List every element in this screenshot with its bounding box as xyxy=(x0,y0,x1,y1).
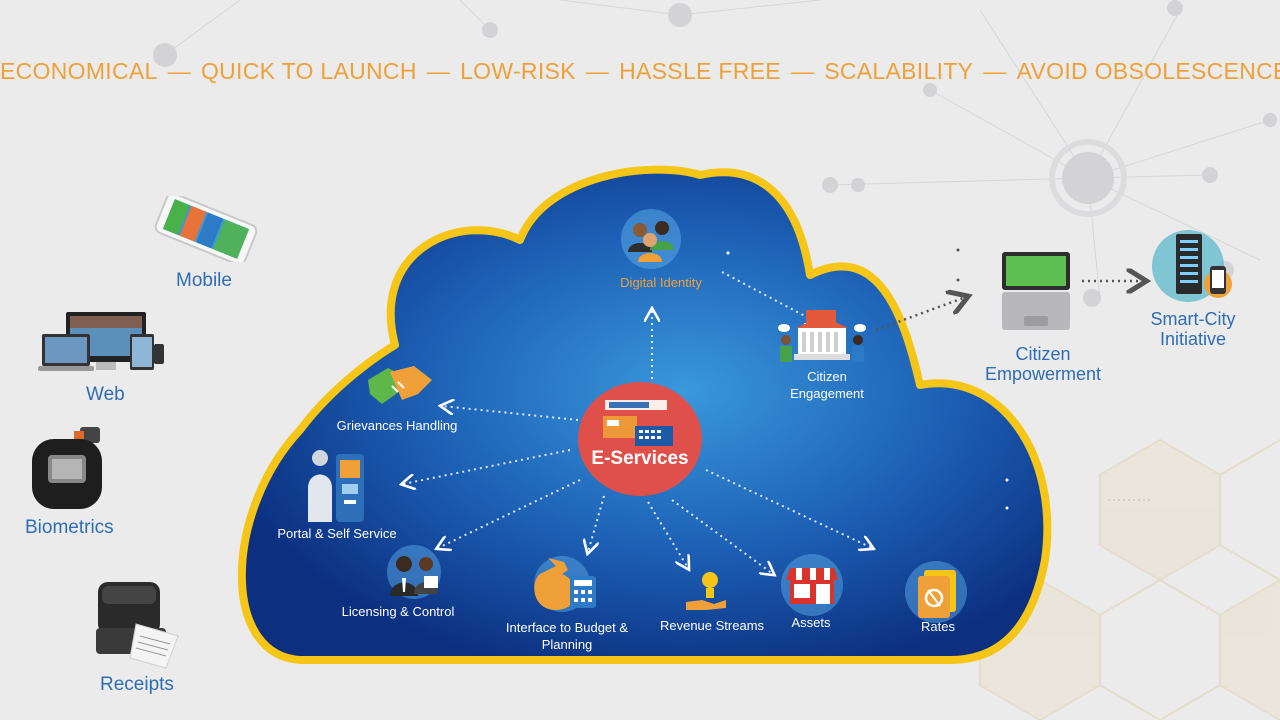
service-label-revenue: Revenue Streams xyxy=(659,618,765,633)
tagline-separator: — xyxy=(983,58,1007,84)
biometric-scanner-icon xyxy=(32,427,102,509)
tagline-item: ECONOMICAL xyxy=(0,58,158,84)
service-label-line: Citizen xyxy=(807,369,847,384)
tagline-separator: — xyxy=(167,58,191,84)
server-phone-icon xyxy=(1152,230,1232,302)
city-hall-icon xyxy=(778,310,866,362)
tagline-separator: — xyxy=(585,58,610,84)
kiosk-icon xyxy=(308,450,364,522)
center-label: E-Services xyxy=(591,448,689,469)
service-label-licensing: Licensing & Control xyxy=(341,604,455,619)
right-label-line: Citizen xyxy=(1015,344,1071,364)
tagline-item: SCALABILITY xyxy=(824,58,974,84)
people-icon xyxy=(621,209,681,269)
money-bag-calculator-icon xyxy=(534,556,596,612)
storefront-icon xyxy=(781,554,843,616)
tagline-item: AVOID OBSOLESCENCE xyxy=(1016,58,1280,84)
tagline-separator: — xyxy=(426,58,451,84)
channel-label-web: Web xyxy=(86,384,125,405)
tagline-separator: — xyxy=(790,58,815,84)
service-label-line: Interface to Budget & xyxy=(505,620,629,635)
right-label-line: Empowerment xyxy=(984,364,1102,384)
receipt-printer-icon xyxy=(96,582,179,669)
service-label-digital-identity: Digital Identity xyxy=(620,275,702,290)
rates-document-icon xyxy=(905,561,967,623)
handshake-icon xyxy=(368,366,432,404)
smart-city-label: Smart-City Initiative xyxy=(1130,309,1256,349)
coin-hand-icon xyxy=(686,572,726,610)
service-label-citizen-engagement: Citizen Engagement xyxy=(772,368,882,402)
officials-icon xyxy=(387,545,441,599)
laptop-icon xyxy=(1002,252,1070,330)
right-label-line: Smart-City xyxy=(1150,309,1236,329)
tagline-item: QUICK TO LAUNCH xyxy=(200,58,417,84)
service-label-budget: Interface to Budget & Planning xyxy=(494,619,640,653)
web-devices-icon xyxy=(38,312,164,371)
tagline-item: LOW-RISK xyxy=(460,58,576,84)
service-label-assets: Assets xyxy=(791,615,831,630)
service-label-grievances: Grievances Handling xyxy=(336,418,458,433)
channel-label-biometrics: Biometrics xyxy=(25,517,114,538)
tagline: ECONOMICAL — QUICK TO LAUNCH — LOW-RISK — HASS… xyxy=(0,58,1280,85)
citizen-empowerment-label: Citizen Empowerment xyxy=(970,344,1116,384)
service-label-rates: Rates xyxy=(921,619,955,634)
service-label-portal: Portal & Self Service xyxy=(277,526,397,541)
channel-label-mobile: Mobile xyxy=(176,270,232,291)
e-services-icon xyxy=(578,382,702,496)
right-label-line: Initiative xyxy=(1159,329,1227,349)
service-label-line: Engagement xyxy=(790,386,864,401)
service-label-line: Planning xyxy=(541,637,593,652)
tagline-item: HASSLE FREE xyxy=(619,58,781,84)
channel-label-receipts: Receipts xyxy=(100,674,174,695)
mobile-phone-icon xyxy=(154,196,258,262)
